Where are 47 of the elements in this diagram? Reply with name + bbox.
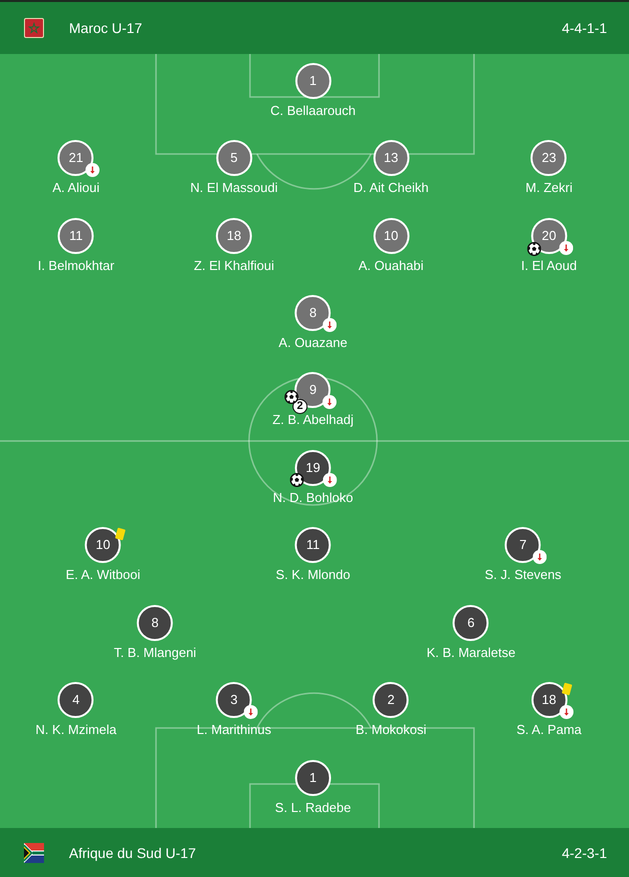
player-marker: 8 <box>137 605 173 641</box>
player-name: A. Ouazane <box>278 335 348 351</box>
player-marker: 1 <box>295 63 331 99</box>
player-name: N. D. Bohloko <box>272 490 354 506</box>
player-marker: 6 <box>453 605 489 641</box>
player-name: A. Alioui <box>52 180 100 196</box>
player-marker: 5 <box>216 140 252 176</box>
player-name: C. Bellaarouch <box>270 103 356 119</box>
player-name: N. K. Mzimela <box>36 722 116 738</box>
player-marker: 18 <box>216 218 252 254</box>
player-marker: 4 <box>58 682 94 718</box>
player-name: N. El Massoudi <box>190 180 278 196</box>
team-name: Afrique du Sud U-17 <box>69 844 196 860</box>
player-marker: 8 <box>295 295 331 331</box>
player-name: K. B. Maraletse <box>426 645 516 661</box>
player-name: S. A. Pama <box>516 722 582 738</box>
player-marker: 10 <box>373 218 409 254</box>
player-marker: 2 <box>373 682 409 718</box>
player-marker: 10 <box>85 527 121 563</box>
player-name: S. J. Stevens <box>484 567 562 583</box>
player-name: M. Zekri <box>526 180 572 196</box>
player-name: S. K. Mlondo <box>276 567 350 583</box>
team-name: Maroc U-17 <box>69 20 142 36</box>
player-marker: 13 <box>373 140 409 176</box>
player-name: E. A. Witbooi <box>66 567 140 583</box>
formation-label: 4-2-3-1 <box>562 844 607 860</box>
player-name: B. Mokokosi <box>356 722 426 738</box>
player-name: A. Ouahabi <box>358 258 424 274</box>
player-marker: 18 <box>531 682 567 718</box>
player-marker: 7 <box>505 527 541 563</box>
player-marker: 3 <box>216 682 252 718</box>
player-name: L. Marithinus <box>196 722 272 738</box>
team-header-bar <box>0 828 629 877</box>
team-header-bar <box>0 2 629 54</box>
formation-label: 4-4-1-1 <box>562 20 607 36</box>
player-name: I. El Aoud <box>521 258 577 274</box>
player-name: T. B. Mlangeni <box>114 645 196 661</box>
player-marker: 21 <box>58 140 94 176</box>
player-marker: 11 <box>295 527 331 563</box>
player-marker: 23 <box>531 140 567 176</box>
player-name: Z. El Khalfioui <box>194 258 274 274</box>
player-name: S. L. Radebe <box>275 800 351 816</box>
player-name: Z. B. Abelhadj <box>272 412 354 428</box>
player-name: D. Ait Cheikh <box>353 180 429 196</box>
player-name: I. Belmokhtar <box>38 258 114 274</box>
player-marker: 11 <box>58 218 94 254</box>
player-marker: 1 <box>295 760 331 796</box>
